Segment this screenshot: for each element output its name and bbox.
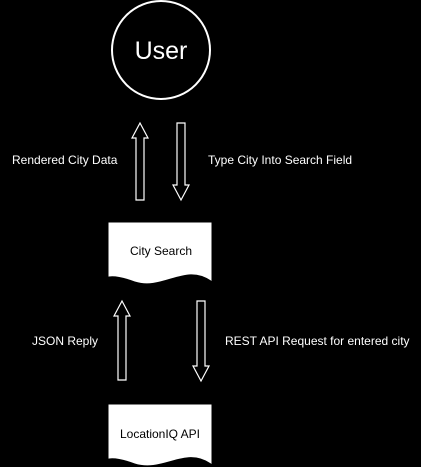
locationiq-api-label: LocationIQ API: [120, 427, 200, 441]
edge-label-rendered-city-data: Rendered City Data: [12, 153, 118, 167]
locationiq-api-shape: [108, 404, 212, 466]
arrow-rest-request: [192, 300, 210, 383]
edge-label-json-reply: JSON Reply: [32, 334, 98, 348]
arrow-json-reply: [113, 299, 131, 381]
arrow-type-city: [172, 122, 190, 202]
user-label: User: [135, 37, 188, 65]
arrow-rendered-city-data: [131, 121, 149, 201]
city-search-shape: [108, 222, 212, 284]
node-user: User: [111, 0, 211, 100]
city-search-label: City Search: [130, 244, 192, 258]
user-circle: [111, 0, 211, 100]
edge-label-rest-request: REST API Request for entered city: [225, 334, 410, 348]
node-locationiq-api: LocationIQ API: [108, 404, 212, 466]
edge-label-type-city: Type City Into Search Field: [208, 153, 352, 167]
node-city-search: City Search: [108, 222, 212, 284]
